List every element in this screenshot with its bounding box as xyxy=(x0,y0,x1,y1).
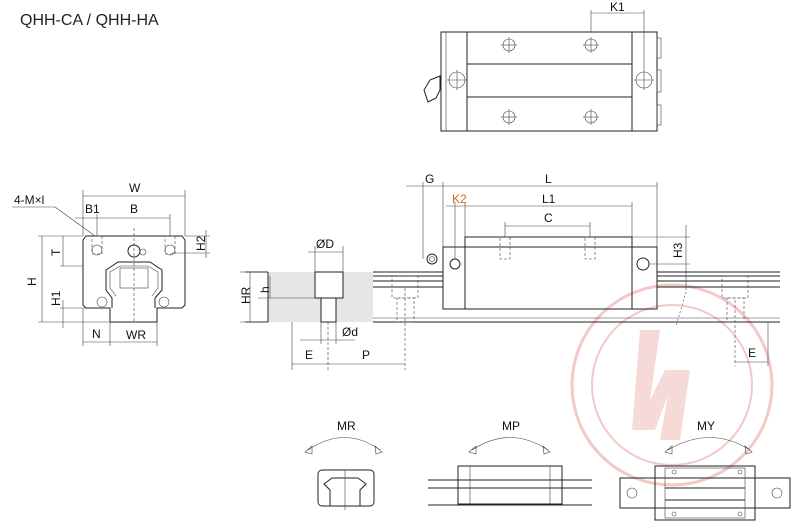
dim-h1: H1 xyxy=(49,290,63,306)
moment-mr: MR xyxy=(304,419,383,510)
dim-n: N xyxy=(92,327,101,341)
dim-w: W xyxy=(129,181,141,195)
watermark-logo xyxy=(570,283,774,487)
dim-b: B xyxy=(130,202,138,216)
label-4-m-x-l: 4-M×l xyxy=(14,193,44,207)
dim-k1: K1 xyxy=(610,0,625,14)
dim-d-small: Ød xyxy=(342,325,358,339)
moment-mp: MP xyxy=(428,419,592,506)
dim-d-big: ØD xyxy=(316,237,334,251)
end-view: W B1 B 4-M×l H T H1 H2 N WR xyxy=(12,181,210,346)
page-title: QHH-CA / QHH-HA xyxy=(20,12,159,29)
dim-b1: B1 xyxy=(85,202,100,216)
dim-h: H xyxy=(25,277,39,286)
dim-k2: K2 xyxy=(452,192,467,206)
dim-l1: L1 xyxy=(542,192,556,206)
dim-g: G xyxy=(425,172,434,186)
side-view: G L K2 L1 C H3 ØD Ød HR h xyxy=(239,172,780,370)
dim-e-left: E xyxy=(305,348,313,362)
dim-l: L xyxy=(545,172,552,186)
moment-label-my: MY xyxy=(697,419,715,433)
dim-hr: HR xyxy=(239,286,253,304)
dim-wr: WR xyxy=(126,328,146,342)
dim-e-right: E xyxy=(748,346,756,360)
dim-h-small: h xyxy=(258,286,272,293)
dim-c: C xyxy=(544,211,553,225)
dim-p: P xyxy=(362,348,370,362)
dim-h3: H3 xyxy=(671,242,685,258)
top-view: K1 xyxy=(423,0,662,132)
moment-my: MY xyxy=(619,419,791,521)
moment-label-mr: MR xyxy=(337,419,356,433)
moment-label-mp: MP xyxy=(502,419,520,433)
dim-h2: H2 xyxy=(194,235,208,251)
dim-t: T xyxy=(49,248,63,256)
